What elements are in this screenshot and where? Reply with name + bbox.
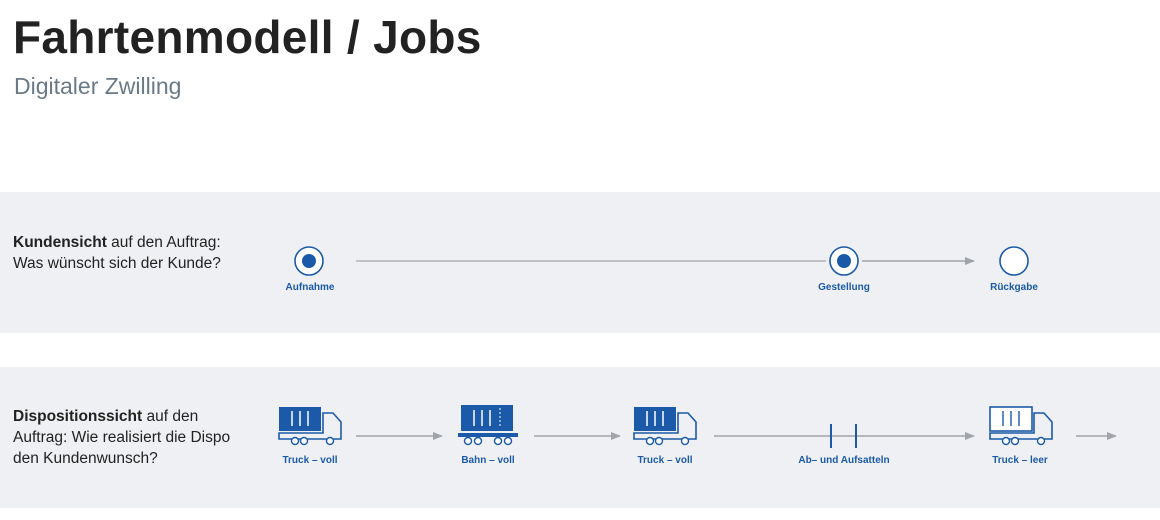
- customer-view-band: Kundensicht auf den Auftrag: Was wünscht…: [0, 192, 1160, 333]
- customer-view-description: Kundensicht auf den Auftrag: Was wünscht…: [13, 232, 233, 274]
- node-aufnahme-icon: [294, 246, 324, 276]
- node-label-rueckgabe: Rückgabe: [990, 282, 1038, 293]
- node-label-gestellung: Gestellung: [818, 282, 870, 293]
- node-gestellung-icon: [829, 246, 859, 276]
- dispatch-view-band: Dispositionssicht auf den Auftrag: Wie r…: [0, 367, 1160, 508]
- customer-view-label-bold: Kundensicht: [13, 234, 107, 251]
- page-subtitle: Digitaler Zwilling: [14, 73, 182, 99]
- customer-view-label-rest: auf den Auftrag: Was wünscht sich der Ku…: [13, 234, 221, 272]
- node-rueckgabe-icon: [999, 246, 1029, 276]
- customer-flow-diagram: [294, 246, 1029, 276]
- dispatch-view-label-rest: auf den Auftrag: Wie realisiert die Disp…: [13, 408, 231, 467]
- node-label-ab-und-aufsatteln: Ab– und Aufsatteln: [798, 455, 890, 466]
- dispatch-view-description: Dispositionssicht auf den Auftrag: Wie r…: [13, 406, 233, 469]
- truck-full-icon: [278, 407, 342, 446]
- node-label-truck-voll-1: Truck – voll: [282, 455, 338, 466]
- truck-full-icon: [633, 407, 697, 446]
- node-label-bahn-voll: Bahn – voll: [461, 455, 515, 466]
- truck-empty-icon: [989, 406, 1053, 446]
- rail-wagon-full-icon: [458, 405, 518, 446]
- dispatch-flow-diagram: [278, 405, 1117, 448]
- node-label-truck-leer: Truck – leer: [992, 455, 1048, 466]
- node-label-aufnahme: Aufnahme: [285, 282, 335, 293]
- page-title: Fahrtenmodell / Jobs: [13, 11, 482, 63]
- transfer-bars-icon: [830, 424, 857, 448]
- node-label-truck-voll-2: Truck – voll: [637, 455, 693, 466]
- dispatch-view-label-bold: Dispositionssicht: [13, 408, 143, 425]
